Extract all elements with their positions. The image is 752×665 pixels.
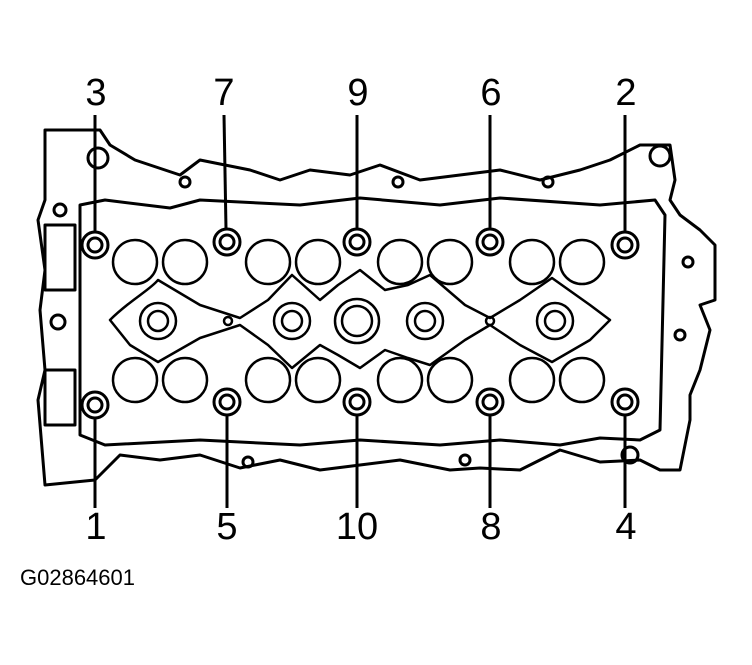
bolt-label-10: 10: [335, 506, 379, 548]
bolt-label-2: 2: [615, 72, 637, 114]
center-bosses: [108, 268, 612, 370]
bolt-label-4: 4: [615, 506, 637, 548]
top-right-dowel: [648, 144, 672, 168]
bolt-label-1: 1: [85, 506, 107, 548]
bolt-7: [212, 227, 242, 257]
valve-row-lower: [111, 356, 606, 404]
bolt-5: [212, 387, 242, 417]
bolt-label-3: 3: [85, 72, 107, 114]
gasket-face: [78, 196, 667, 447]
leader-lines: [93, 114, 627, 508]
bolt-label-9: 9: [347, 72, 369, 114]
top-left-dowel: [86, 146, 110, 170]
left-hole-top: [52, 202, 68, 218]
figure-code: G02864601: [20, 565, 135, 590]
left-flange: [43, 223, 77, 292]
right-hole-top: [681, 255, 695, 269]
bolt-8: [475, 387, 505, 417]
bolt-3: [80, 230, 110, 260]
bolt-4: [610, 387, 640, 417]
bolt-label-5: 5: [216, 506, 238, 548]
bolt-9: [342, 227, 372, 257]
left-hole-mid: [49, 313, 67, 331]
bolt-10: [342, 387, 372, 417]
valve-row-upper: [111, 238, 606, 286]
left-flange-lower: [43, 368, 77, 427]
right-hole-mid: [673, 328, 687, 342]
bolt-2: [610, 230, 640, 260]
bolt-label-8: 8: [480, 506, 502, 548]
bolt-label-6: 6: [480, 72, 502, 114]
bolt-1: [80, 390, 110, 420]
bolt-6: [475, 227, 505, 257]
head-outline: [36, 128, 717, 487]
bolt-label-7: 7: [213, 72, 235, 114]
